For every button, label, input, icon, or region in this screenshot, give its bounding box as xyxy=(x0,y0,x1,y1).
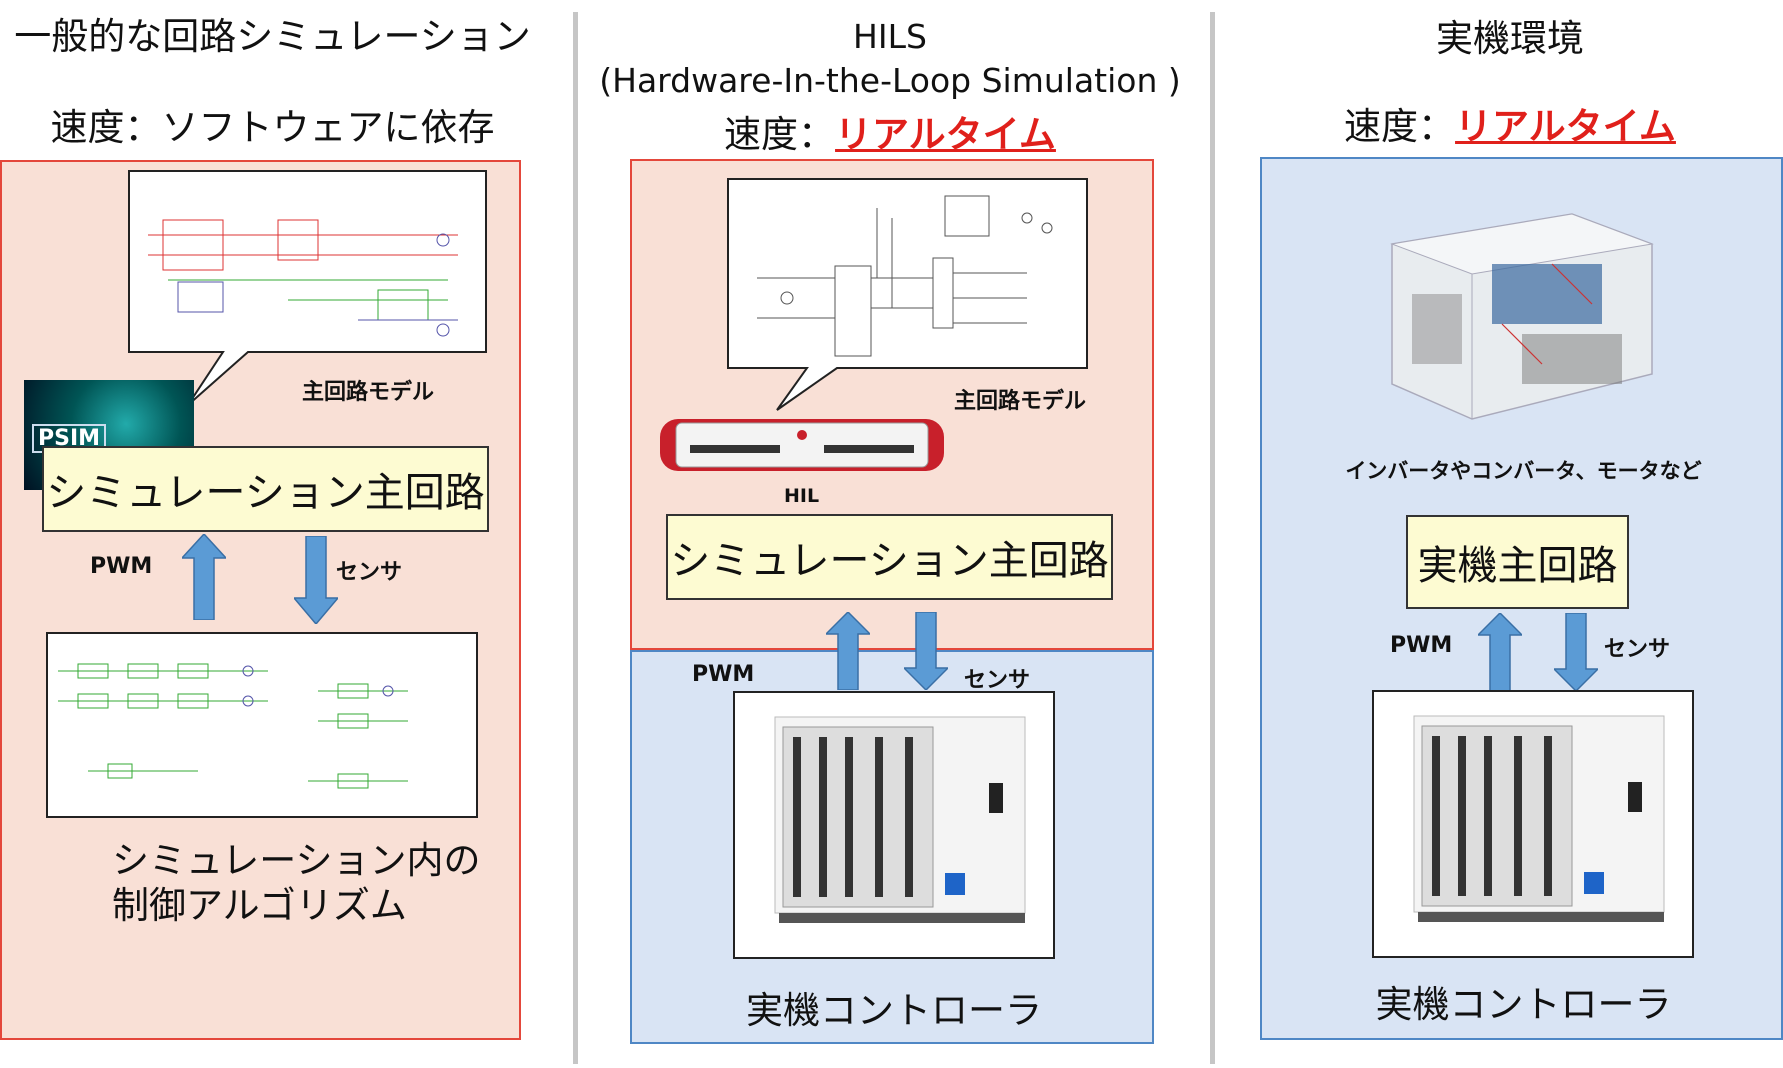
col3-controller-image-frame xyxy=(1372,690,1694,958)
col1-speed-label: 速度： xyxy=(50,106,162,149)
col2-speed-value: リアルタイム xyxy=(835,113,1056,156)
col2-controller-panel: PWM センサ 実機コントローラ xyxy=(630,650,1154,1044)
col1-sensor-label: センサ xyxy=(336,560,403,585)
col1-speed-value: ソフトウェアに依存 xyxy=(161,106,495,149)
up-arrow-icon xyxy=(182,534,226,620)
col2-main-circuit: シミュレーション主回路 xyxy=(666,514,1113,600)
col2-model-label: 主回路モデル xyxy=(954,389,1087,414)
real-hardware-image xyxy=(1372,204,1662,429)
down-arrow-icon xyxy=(294,536,338,624)
col3-speed-label: 速度： xyxy=(1344,105,1456,148)
col2-speed: 速度：リアルタイム xyxy=(590,104,1190,158)
col2-controller-image-frame xyxy=(733,691,1055,959)
col1-model-label: 主回路モデル xyxy=(302,380,435,405)
col2-speed-label: 速度： xyxy=(724,113,836,156)
up-arrow-icon xyxy=(1478,613,1522,691)
col2-controller-label: 実機コントローラ xyxy=(746,989,1042,1032)
col3-real-panel: インバータやコンバータ、モータなど 実機主回路 PWM センサ 実機コントローラ xyxy=(1260,157,1783,1040)
col3-main-circuit: 実機主回路 xyxy=(1406,515,1629,609)
col2-sensor-label: センサ xyxy=(964,668,1031,693)
col3-hardware-caption: インバータやコンバータ、モータなど xyxy=(1345,459,1702,483)
hil-device xyxy=(660,413,944,477)
col1-simulation-panel: 主回路モデル PSIM シミュレーション主回路 PWM センサ シ xyxy=(0,160,521,1040)
column-divider-2 xyxy=(1210,12,1215,1064)
col3-sensor-label: センサ xyxy=(1604,637,1671,662)
col2-title-line1: HILS xyxy=(853,17,927,56)
col1-pwm-label: PWM xyxy=(90,554,153,579)
col3-controller-label: 実機コントローラ xyxy=(1375,983,1672,1026)
col1-control-label-line2: 制御アルゴリズム xyxy=(112,884,407,927)
col2-title-line2: (Hardware-In-the-Loop Simulation ) xyxy=(599,61,1181,100)
col3-speed: 速度：リアルタイム xyxy=(1235,96,1783,150)
column-divider-1 xyxy=(573,12,578,1064)
col1-main-circuit: シミュレーション主回路 xyxy=(42,446,489,532)
col1-schematic-callout xyxy=(128,170,488,412)
down-arrow-icon xyxy=(904,612,948,690)
col1-speed: 速度：ソフトウェアに依存 xyxy=(0,97,545,151)
col3-title: 実機環境 xyxy=(1436,17,1584,60)
col1-control-schematic xyxy=(46,632,478,818)
col1-title: 一般的な回路シミュレーション xyxy=(14,15,531,58)
col3-speed-value: リアルタイム xyxy=(1455,105,1676,148)
col1-control-label-line1: シミュレーション内の xyxy=(112,839,481,882)
down-arrow-icon xyxy=(1554,613,1598,691)
col2-pwm-label: PWM xyxy=(692,662,755,687)
col3-pwm-label: PWM xyxy=(1390,633,1453,658)
up-arrow-icon xyxy=(826,612,870,690)
col2-hil-label: HIL xyxy=(784,485,820,507)
col2-schematic-callout xyxy=(727,178,1089,414)
col2-hil-panel: 主回路モデル HIL シミュレーション主回路 xyxy=(630,159,1154,650)
